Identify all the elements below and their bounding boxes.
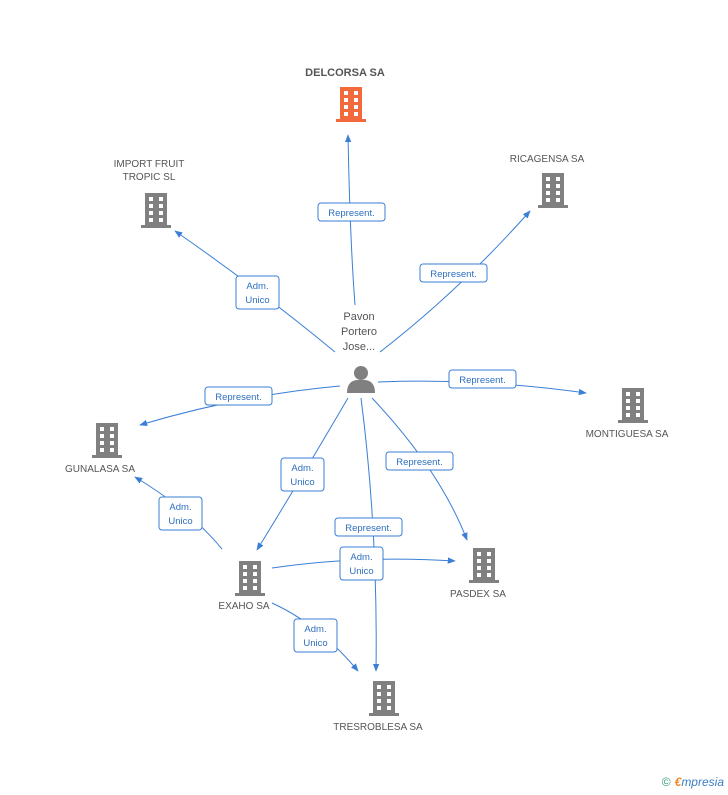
brand-initial: € [674,775,682,789]
company-label: PASDEX SA [450,589,506,600]
building-icon [235,561,265,596]
edge-label-box [280,457,325,492]
edge-label-text: Represent. [430,269,476,280]
edge-label[interactable]: Represent. [334,517,403,537]
company-label: EXAHO SA [218,601,269,612]
edge-label-text: Unico [303,638,327,649]
person-icon [347,366,375,393]
company-label: GUNALASA SA [65,464,135,475]
company-label: MONTIGUESA SA [586,429,669,440]
company-node-tresroblesa[interactable]: TRESROBLESA SA [333,681,423,733]
edge-label-text: Represent. [215,392,261,403]
edge-person-tresroblesa: Represent. [334,397,403,672]
company-label: RICAGENSA SA [510,154,585,165]
edge-label-box [385,451,454,471]
edge-person-delcorsa: Represent. [317,134,386,306]
edges-layer: Represent.Adm.UnicoRepresent.Represent.R… [134,134,587,672]
person-name-line: Pavon [343,311,374,323]
edge-label[interactable]: Represent. [419,263,488,283]
edge-label-box [334,517,403,537]
edge-label-text: Unico [349,566,373,577]
edge-label[interactable]: Represent. [204,386,273,406]
company-node-delcorsa[interactable]: DELCORSA SA [305,67,385,122]
edge-label-box [339,546,384,581]
company-label: DELCORSA SA [305,67,385,79]
company-node-ricagensa[interactable]: RICAGENSA SA [510,154,585,208]
company-node-gunalasa[interactable]: GUNALASA SA [65,423,135,475]
edge-line [379,210,531,353]
company-node-import-fruit[interactable]: IMPORT FRUIT TROPIC SL [114,159,185,228]
edge-label-text: Adm. [304,624,326,635]
brand-name: mpresia [681,775,724,789]
edge-label-text: Unico [245,295,269,306]
edge-person-pasdex: Represent. [371,397,468,541]
person-name-line: Jose... [343,341,375,353]
edge-label[interactable]: Adm. Unico [280,457,325,492]
building-icon [369,681,399,716]
edge-label-text: Adm. [291,463,313,474]
company-node-exaho[interactable]: EXAHO SA [218,561,270,612]
company-label: TRESROBLESA SA [333,722,423,733]
edge-label-box [235,275,280,310]
company-node-montiguesa[interactable]: MONTIGUESA SA [586,388,669,440]
edge-label-text: Unico [290,477,314,488]
footer-brand: ©€mpresia [662,775,724,789]
edge-line [344,134,356,306]
edge-label-text: Adm. [350,552,372,563]
building-icon [141,193,171,228]
edge-label[interactable]: Adm. Unico [293,618,338,653]
edge-label-box [419,263,488,283]
edge-label-text: Represent. [459,375,505,386]
edge-label-box [317,202,386,222]
edge-label-box [204,386,273,406]
building-icon [538,173,568,208]
edge-label[interactable]: Represent. [385,451,454,471]
edge-label[interactable]: Adm. Unico [158,496,203,531]
edge-label-box [293,618,338,653]
building-icon [92,423,122,458]
edge-label[interactable]: Represent. [317,202,386,222]
edge-label-text: Represent. [396,457,442,468]
person-node[interactable]: PavonPorteroJose... [341,311,377,393]
edge-label-text: Adm. [169,502,191,513]
company-label: TROPIC SL [123,172,176,183]
company-label: IMPORT FRUIT [114,159,185,170]
edge-label-box [158,496,203,531]
edge-label[interactable]: Adm. Unico [339,546,384,581]
edge-person-exaho: Adm. Unico [256,397,349,551]
edge-label-text: Represent. [345,523,391,534]
edge-label-text: Unico [168,516,192,527]
edge-person-gunalasa: Represent. [139,385,341,426]
building-icon [618,388,648,423]
edge-exaho-pasdex: Adm. Unico [271,546,456,581]
edge-exaho-tresroblesa: Adm. Unico [271,602,359,672]
edge-label[interactable]: Adm. Unico [235,275,280,310]
company-node-pasdex[interactable]: PASDEX SA [450,548,506,600]
edge-person-montiguesa: Represent. [377,369,587,396]
edge-label[interactable]: Represent. [448,369,517,389]
person-name-line: Portero [341,326,377,338]
edge-label-text: Adm. [246,281,268,292]
building-icon [469,548,499,583]
copyright-symbol: © [661,775,671,789]
edge-label-text: Represent. [328,208,374,219]
edge-person-import-fruit: Adm. Unico [174,230,336,353]
edge-label-box [448,369,517,389]
edge-exaho-gunalasa: Adm. Unico [134,476,223,550]
building-icon [336,87,366,122]
edge-person-ricagensa: Represent. [379,210,531,353]
